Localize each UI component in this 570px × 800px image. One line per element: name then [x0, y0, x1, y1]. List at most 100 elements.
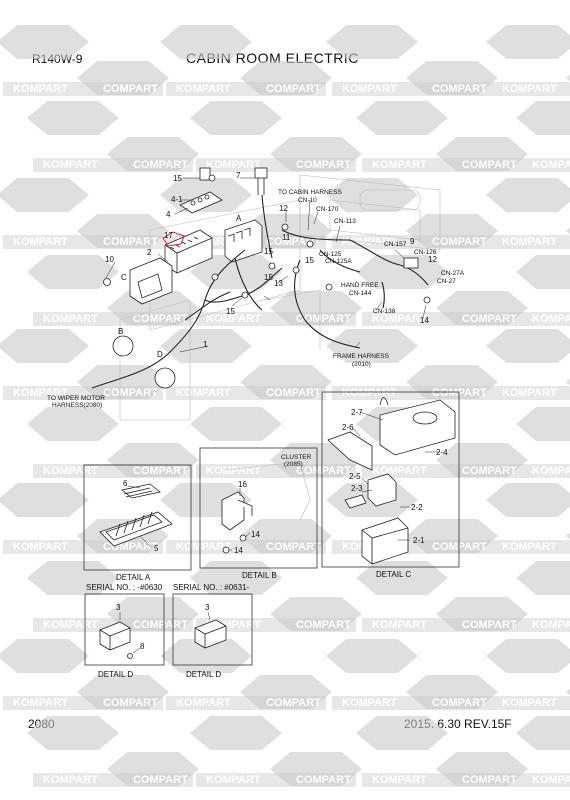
- svg-text:KOMPART: KOMPART: [43, 313, 98, 325]
- note-to-cabin: TO CABIN HARNESS: [278, 189, 342, 196]
- note-cluster: CLUSTER: [281, 454, 312, 461]
- svg-text:KOMPART: KOMPART: [176, 387, 231, 399]
- callout-15e: 15: [226, 307, 235, 316]
- detail-d-label-1: DETAIL D: [98, 670, 133, 679]
- harness: [91, 194, 429, 389]
- svg-text:COMPART: COMPART: [133, 313, 188, 325]
- svg-text:COMPART: COMPART: [133, 619, 188, 631]
- callout-9: 9: [410, 237, 415, 246]
- note-wiper-harness: HARNESS(2080): [52, 402, 102, 409]
- svg-text:COMPART: COMPART: [432, 697, 487, 709]
- svg-text:KOMPART: KOMPART: [502, 387, 557, 399]
- svg-text:COMPART: COMPART: [266, 697, 321, 709]
- svg-text:COMPART: COMPART: [266, 387, 321, 399]
- cn-125a: CN-125A: [325, 258, 352, 265]
- watermark-logo: KOMPART COMPART: [190, 716, 362, 787]
- svg-text:KOMPART: KOMPART: [13, 236, 68, 248]
- svg-text:COMPART: COMPART: [432, 236, 487, 248]
- cn-126: CN-126: [414, 249, 437, 256]
- switch-panel: [179, 167, 223, 214]
- leader-lines: [105, 177, 427, 353]
- svg-text:KOMPART: KOMPART: [206, 313, 261, 325]
- ref-a: A: [236, 214, 242, 223]
- watermark-logo: KOMPART COMPART: [27, 255, 199, 326]
- svg-text:KOMPART: KOMPART: [372, 159, 427, 171]
- svg-text:KOMPART: KOMPART: [342, 236, 397, 248]
- svg-text:COMPART: COMPART: [266, 236, 321, 248]
- cn-170: CN-170: [316, 206, 339, 213]
- grommet-b: [112, 335, 134, 357]
- callout-10: 10: [105, 255, 114, 264]
- note-frame-harness-no: (2010): [352, 361, 371, 368]
- callout-8: 8: [140, 642, 145, 651]
- callout-3b: 3: [205, 603, 210, 612]
- svg-text:COMPART: COMPART: [133, 774, 188, 786]
- detail-d-2: SERIAL NO. : #0631- 3 DETAIL D: [172, 583, 253, 679]
- cn-138: CN-138: [373, 308, 396, 315]
- callout-14c: 14: [234, 546, 243, 555]
- svg-text:COMPART: COMPART: [462, 619, 517, 631]
- svg-text:KOMPART: KOMPART: [176, 541, 231, 553]
- svg-text:KOMPART: KOMPART: [43, 159, 98, 171]
- watermark-logo: KOMPART COMPART: [356, 716, 528, 787]
- detail-c: 2-7 2-6 2-4 2-5 2-3 2-2 2-1 DETAIL C: [321, 391, 460, 579]
- callout-5: 5: [154, 544, 159, 553]
- fuse-box: [224, 219, 263, 263]
- svg-text:COMPART: COMPART: [462, 774, 517, 786]
- detail-c-label: DETAIL C: [376, 570, 411, 579]
- callout-17: 17: [164, 231, 173, 240]
- note-cluster-no: (2085): [284, 461, 303, 468]
- svg-text:KOMPART: KOMPART: [372, 774, 427, 786]
- svg-text:COMPART: COMPART: [462, 313, 517, 325]
- main-callouts: 15 4-1 4 17 2 10 C 7 A 12 11 15 15 15 13…: [105, 171, 437, 359]
- callout-3: 3: [116, 603, 121, 612]
- detail-b-label: DETAIL B: [242, 571, 277, 580]
- svg-text:COMPART: COMPART: [296, 159, 351, 171]
- cabin-structure: [119, 174, 441, 421]
- svg-text:KOMPART: KOMPART: [206, 465, 261, 477]
- svg-text:COMPART: COMPART: [103, 697, 158, 709]
- svg-text:KOMPART: KOMPART: [372, 313, 427, 325]
- serial-range-2: SERIAL NO. : #0631-: [173, 583, 250, 592]
- watermark-logo: KOMPART COMPART: [356, 255, 528, 326]
- svg-text:COMPART: COMPART: [296, 619, 351, 631]
- cn-157: CN-157: [384, 241, 407, 248]
- svg-text:KOMPART: KOMPART: [206, 774, 261, 786]
- cn-10: CN-10: [298, 197, 317, 204]
- svg-text:COMPART: COMPART: [432, 83, 487, 95]
- watermark-logo: KOMPART COMPART: [0, 178, 169, 249]
- callout-7: 7: [236, 171, 241, 180]
- callout-4-1: 4-1: [171, 195, 183, 204]
- callout-2-2: 2-2: [411, 503, 423, 512]
- connector-labels: TO CABIN HARNESS CN-10 CN-170 CN-113 CN-…: [47, 189, 465, 409]
- detail-a-label: DETAIL A: [116, 573, 151, 582]
- svg-text:COMPART: COMPART: [432, 387, 487, 399]
- cn-144: CN-144: [349, 290, 372, 297]
- key-switch: [254, 167, 268, 195]
- svg-text:KOMPART: KOMPART: [502, 236, 557, 248]
- cn-27a: CN-27A: [441, 270, 465, 277]
- svg-text:COMPART: COMPART: [103, 236, 158, 248]
- callout-2-1: 2-1: [413, 536, 425, 545]
- detail-d-1: SERIAL NO. : -#0630 3 8 DETAIL D: [84, 583, 165, 679]
- svg-text:KOMPART: KOMPART: [13, 541, 68, 553]
- svg-text:COMPART: COMPART: [296, 774, 351, 786]
